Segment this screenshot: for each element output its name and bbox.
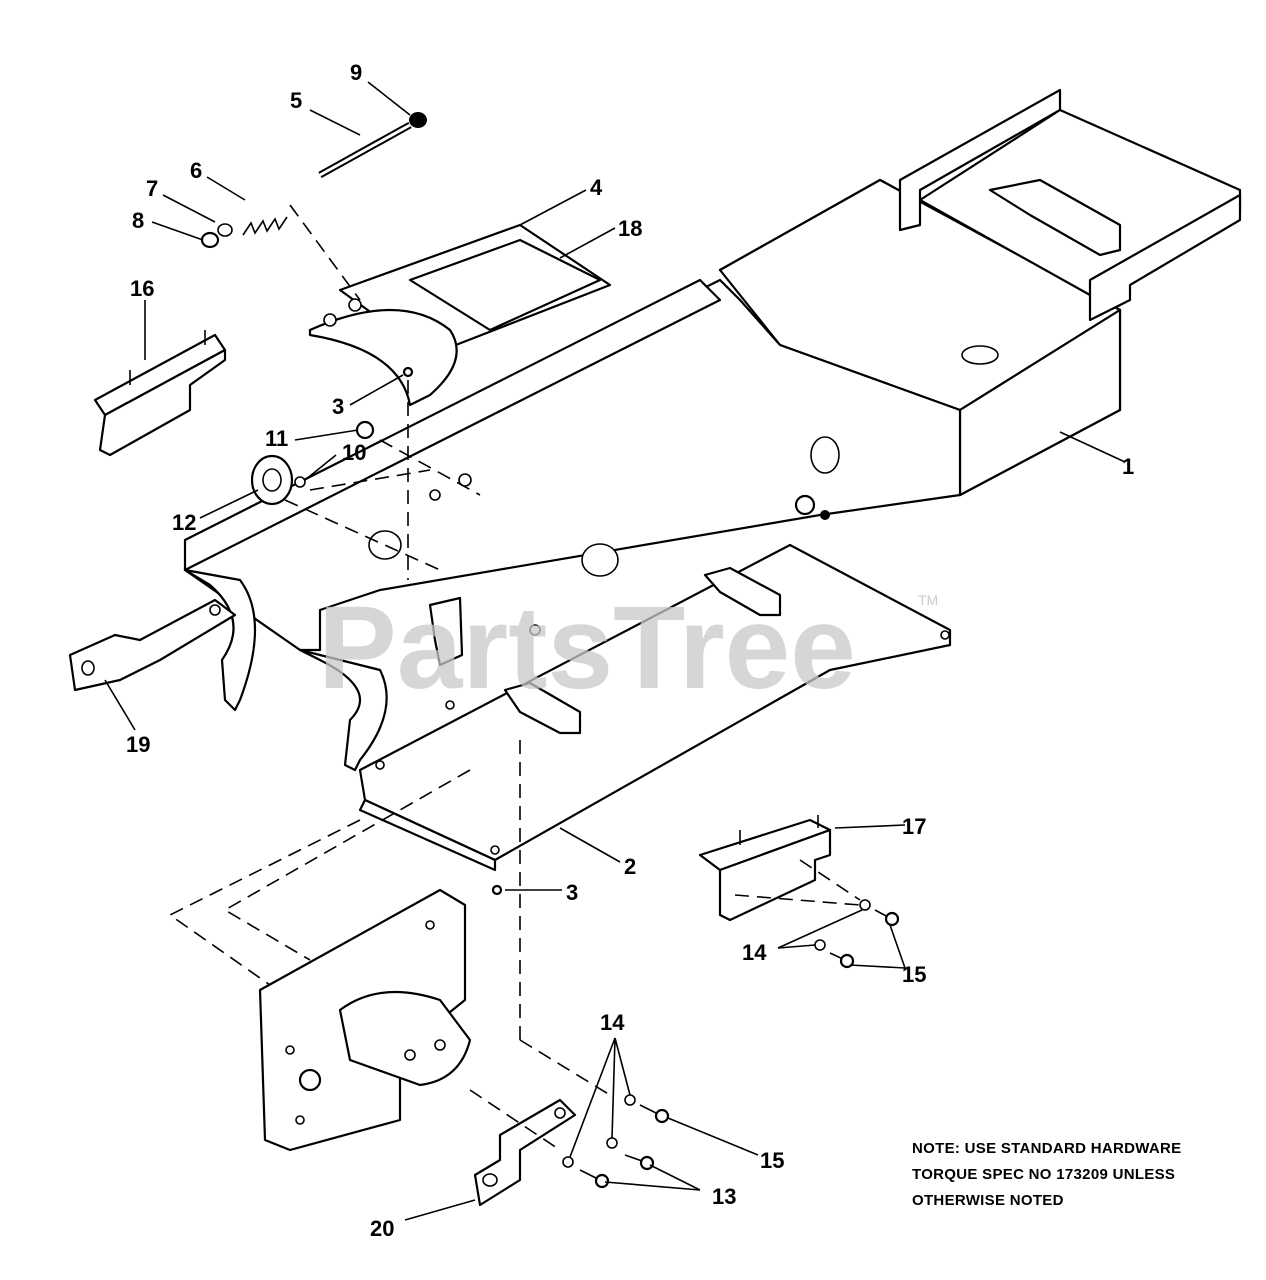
part-15-bolt-lower — [639, 1104, 670, 1124]
part-11-nut — [355, 420, 375, 440]
callout-13: 13 — [712, 1184, 736, 1209]
watermark-text: PartsTree — [318, 582, 856, 714]
part-7-washer — [217, 223, 233, 237]
watermark-trademark: TM — [918, 592, 938, 608]
callout-2: 2 — [624, 854, 636, 879]
part-2-bottom-pan — [358, 543, 952, 872]
callout-10: 10 — [342, 440, 366, 465]
part-1-main-frame — [183, 88, 1242, 772]
callout-17: 17 — [902, 814, 926, 839]
part-15-bolts-right — [829, 909, 900, 969]
callout-14-lower: 14 — [600, 1010, 625, 1035]
callout-7: 7 — [146, 176, 158, 201]
note-line-1: NOTE: USE STANDARD HARDWARE — [912, 1140, 1182, 1157]
callout-6: 6 — [190, 158, 202, 183]
callout-5: 5 — [290, 88, 302, 113]
part-12-gear — [250, 454, 294, 506]
part-19-front-bracket — [68, 598, 237, 692]
rear-hitch-plate — [258, 888, 472, 1152]
callout-15-right: 15 — [902, 962, 926, 987]
callout-labels: 9 5 6 7 8 4 18 16 3 11 10 12 1 19 2 3 17… — [126, 60, 1134, 1241]
part-5-rod — [318, 121, 412, 179]
callout-12: 12 — [172, 510, 196, 535]
callout-3-upper: 3 — [332, 394, 344, 419]
note-line-3: OTHERWISE NOTED — [912, 1192, 1064, 1209]
callout-1: 1 — [1122, 454, 1134, 479]
callout-20: 20 — [370, 1216, 394, 1241]
part-4-cover — [308, 223, 612, 407]
callout-9: 9 — [350, 60, 362, 85]
part-13-bolts — [579, 1154, 655, 1189]
part-3-screw-upper — [402, 366, 414, 378]
callout-11: 11 — [265, 426, 288, 451]
callout-19: 19 — [126, 732, 150, 757]
part-9-knob — [409, 112, 427, 128]
part-3-screw-lower — [491, 884, 503, 896]
note-line-2: TORQUE SPEC NO 173209 UNLESS — [912, 1166, 1176, 1183]
callout-15-lower: 15 — [760, 1148, 784, 1173]
part-20-hitch-bracket — [473, 1098, 577, 1207]
callout-leader-lines — [104, 81, 1126, 1221]
part-14-washers-right — [814, 899, 871, 951]
callout-8: 8 — [132, 208, 144, 233]
part-17-bracket — [698, 815, 832, 922]
callout-4: 4 — [590, 175, 603, 200]
watermark: PartsTree TM — [318, 582, 938, 714]
assembly-dashed-lines — [168, 204, 861, 1151]
hardware-note: NOTE: USE STANDARD HARDWARE TORQUE SPEC … — [912, 1136, 1242, 1214]
part-16-bracket — [93, 330, 227, 457]
callout-3-lower: 3 — [566, 880, 578, 905]
part-18-decal-plate — [408, 238, 602, 332]
callout-16: 16 — [130, 276, 154, 301]
callout-18: 18 — [618, 216, 642, 241]
part-8-nut — [200, 231, 220, 249]
part-10-washer — [294, 476, 306, 488]
part-6-spring — [242, 216, 288, 236]
part-14-washers-lower — [562, 1094, 636, 1168]
callout-14-right: 14 — [742, 940, 767, 965]
